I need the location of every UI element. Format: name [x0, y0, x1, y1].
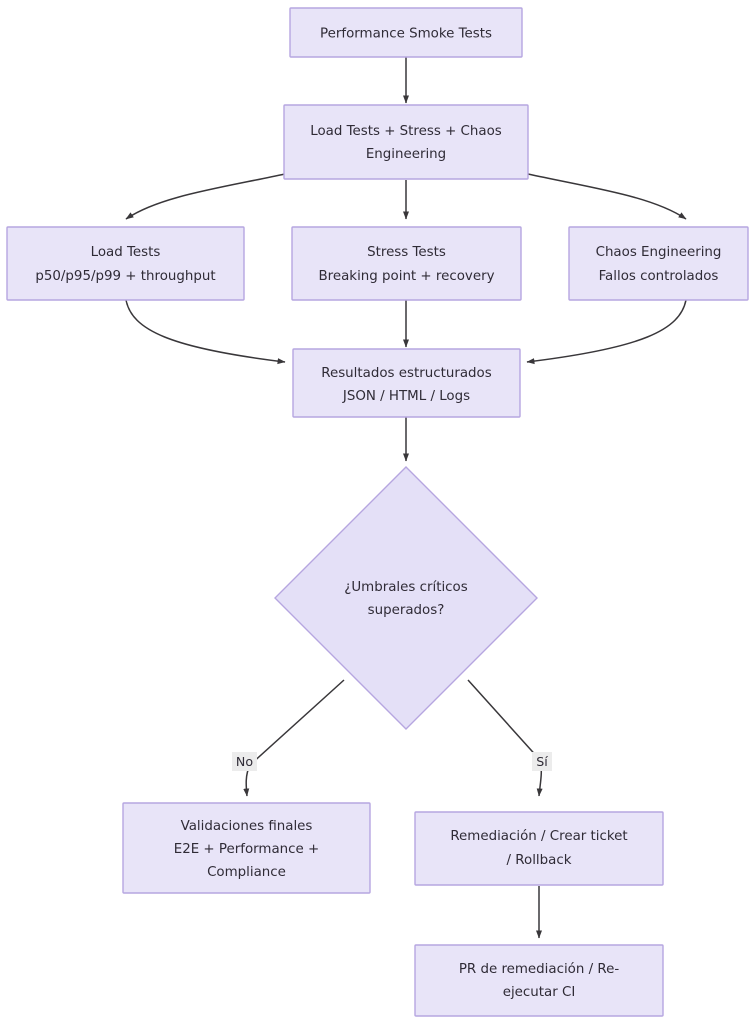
node-label-line-2: ejecutar CI	[503, 985, 576, 1000]
node-label-line-1: Performance Smoke Tests	[320, 27, 492, 42]
node-label-line-2: Breaking point + recovery	[318, 269, 494, 284]
node-box	[283, 104, 529, 180]
node-box	[6, 226, 245, 301]
edge-label-si: Sí	[532, 752, 552, 771]
node-box	[122, 802, 371, 894]
edge-load-to-results	[125, 299, 286, 365]
edge-label-si-text: Sí	[536, 754, 548, 769]
node-label-line-3: Compliance	[207, 865, 286, 880]
node-box	[568, 226, 749, 301]
node-label-line-2: E2E + Performance +	[174, 842, 320, 857]
node-stress-tests[interactable]: Stress Tests Breaking point + recovery	[291, 226, 522, 301]
node-load-stress-chaos-suite[interactable]: Load Tests + Stress + Chaos Engineering	[283, 104, 529, 180]
node-label-line-2: superados?	[368, 603, 445, 618]
node-pr-de-remediacion[interactable]: PR de remediación / Re- ejecutar CI	[414, 944, 664, 1017]
node-label-line-1: Remediación / Crear ticket	[450, 828, 627, 844]
node-label-line-1: Load Tests + Stress + Chaos	[310, 124, 502, 139]
node-box	[292, 348, 521, 418]
node-box	[414, 811, 664, 886]
node-remediacion-crear-ticket[interactable]: Remediación / Crear ticket / Rollback	[414, 811, 664, 886]
edge-label-background	[532, 752, 552, 771]
edge-suite-to-load	[125, 173, 286, 220]
edge-label-background	[232, 752, 257, 771]
node-label-line-1: Load Tests	[91, 245, 161, 260]
node-resultados-estructurados[interactable]: Resultados estructurados JSON / HTML / L…	[292, 348, 521, 418]
node-diamond-shape	[274, 466, 538, 730]
node-label-line-1: Stress Tests	[367, 245, 446, 260]
node-label-line-2: JSON / HTML / Logs	[342, 389, 470, 404]
node-decision-umbrales-criticos[interactable]: ¿Umbrales críticos superados?	[274, 466, 538, 730]
edge-decision-to-final	[243, 679, 345, 797]
node-load-tests[interactable]: Load Tests p50/p95/p99 + throughput	[6, 226, 245, 301]
edge-layer	[125, 57, 687, 939]
node-box	[291, 226, 522, 301]
node-label-line-1: PR de remediación / Re-	[459, 961, 620, 977]
node-label-line-2: Fallos controlados	[599, 269, 719, 284]
node-label-line-1: Chaos Engineering	[596, 245, 722, 260]
edge-label-no: No	[232, 752, 257, 771]
edge-suite-to-chaos	[527, 173, 687, 220]
node-validaciones-finales[interactable]: Validaciones finales E2E + Performance +…	[122, 802, 371, 894]
node-label-line-2: / Rollback	[507, 853, 572, 868]
node-label-line-2: Engineering	[366, 147, 446, 162]
node-label-line-1: ¿Umbrales críticos	[344, 579, 467, 595]
node-label-line-2: p50/p95/p99 + throughput	[35, 269, 215, 284]
node-label-line-1: Resultados estructurados	[321, 366, 491, 381]
node-box	[414, 944, 664, 1017]
node-chaos-engineering[interactable]: Chaos Engineering Fallos controlados	[568, 226, 749, 301]
edge-decision-to-remediate	[467, 679, 543, 797]
edge-chaos-to-results	[526, 299, 687, 365]
edge-label-no-text: No	[236, 754, 253, 769]
node-performance-smoke-tests[interactable]: Performance Smoke Tests	[289, 7, 523, 58]
node-box	[289, 7, 523, 58]
node-label-line-1: Validaciones finales	[181, 819, 313, 834]
